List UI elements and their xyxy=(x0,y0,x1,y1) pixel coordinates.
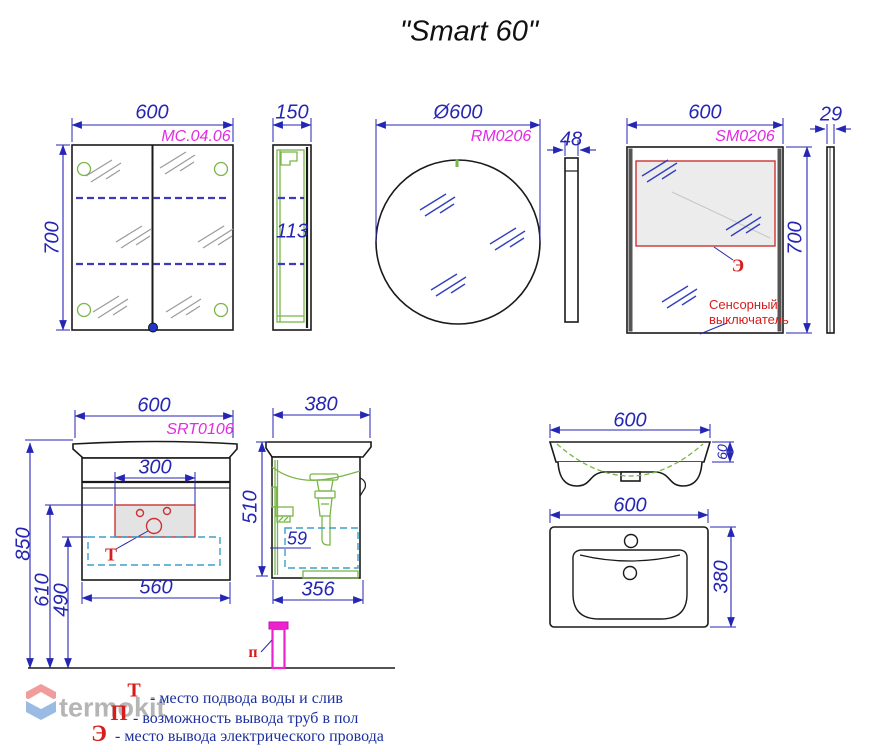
touch-mirror-front-view xyxy=(626,118,812,335)
watermark-logo xyxy=(26,684,56,720)
dim-basin-width: 600 xyxy=(613,409,647,432)
hinge-circle xyxy=(213,161,229,177)
pipe-zone-dashed xyxy=(284,527,359,569)
leader-electric xyxy=(713,246,734,261)
dim-vanity-side-height: 510 xyxy=(239,490,262,524)
watermark-brand: termokit xyxy=(59,692,166,723)
leader-switch xyxy=(699,322,728,335)
dim-height-pipe-zone: 490 xyxy=(50,583,73,617)
basin-contour-dashed xyxy=(556,443,704,477)
door-knob xyxy=(148,322,158,333)
pipe-zone-dashed xyxy=(87,536,221,566)
touch-mirror-side-view xyxy=(810,124,851,334)
mirror-side-strip xyxy=(777,148,782,332)
leader-pipe xyxy=(260,639,273,653)
legend-symbol-electric: Э xyxy=(91,721,107,746)
round-mirror-front-view xyxy=(375,119,541,325)
dim-basin-rim-height: 60 xyxy=(714,444,730,460)
dim-cabinet-width: 600 xyxy=(135,101,169,124)
electric-symbol: Э xyxy=(731,255,745,276)
vanity-side-view xyxy=(256,408,372,604)
dim-touch-mirror-depth: 29 xyxy=(819,103,843,126)
water-symbol: Т xyxy=(104,544,118,565)
pipe-hole xyxy=(135,508,145,518)
legend-text-floor-pipe: - возможность вывода труб в пол xyxy=(133,710,359,727)
washbasin-front-view xyxy=(548,424,734,487)
vanity-front-view xyxy=(25,410,395,669)
sheet-title: "Smart 60" xyxy=(399,15,539,48)
dim-vanity-width: 600 xyxy=(137,394,171,417)
dim-basin-top-width: 600 xyxy=(613,494,647,517)
dim-round-mirror-depth: 48 xyxy=(559,128,583,151)
dim-height-total: 850 xyxy=(12,527,35,561)
hinge-circle xyxy=(213,302,229,318)
backlight-zone xyxy=(635,160,776,247)
mirror-side-strip xyxy=(628,148,633,332)
floor-pipe xyxy=(260,621,289,670)
dim-vanity-depth: 380 xyxy=(304,393,338,416)
basin-outline xyxy=(572,549,688,620)
mirror-cabinet-front-view xyxy=(56,118,234,333)
drain-hole xyxy=(145,517,163,535)
pipe-hole xyxy=(162,506,172,516)
overflow-hole xyxy=(622,565,638,581)
dim-touch-mirror-height: 700 xyxy=(784,221,807,255)
floor-pipe-symbol: п xyxy=(248,644,258,661)
dim-cabinet-depth: 150 xyxy=(275,101,309,124)
round-mirror-side-view xyxy=(547,140,596,323)
hinge-circle xyxy=(76,161,92,177)
siphon xyxy=(309,473,339,546)
touch-switch-note: Сенсорный выключатель xyxy=(709,297,789,327)
dim-faucet-zone-width: 300 xyxy=(138,456,172,479)
dim-vanity-body-width: 560 xyxy=(139,576,173,599)
model-round-mirror: RM0206 xyxy=(470,128,532,145)
legend-text-electric: - место вывода электрического провода xyxy=(115,728,384,745)
dim-vanity-body-depth: 356 xyxy=(301,578,335,601)
model-vanity: SRT0106 xyxy=(166,421,234,438)
washbasin-top-view xyxy=(549,509,736,628)
plinth xyxy=(302,570,359,579)
dim-cabinet-height: 700 xyxy=(41,221,64,255)
dim-basin-depth: 380 xyxy=(710,560,733,594)
dim-touch-mirror-width: 600 xyxy=(688,101,722,124)
hinge-circle xyxy=(76,302,92,318)
dim-round-mirror-diameter: Ø600 xyxy=(433,101,483,124)
faucet-hole xyxy=(623,533,639,549)
mirror-cabinet-side-view xyxy=(272,118,312,331)
model-touch-mirror: SM0206 xyxy=(715,128,775,145)
water-connection-zone xyxy=(114,504,196,538)
legend-symbol-water: Т xyxy=(127,679,141,702)
legend-symbol-floor-pipe: П xyxy=(110,700,128,725)
leader-water xyxy=(115,530,149,550)
dim-pipe-offset: 59 xyxy=(286,528,308,549)
legend-text-water: - место подвода воды и слив xyxy=(150,690,343,707)
dim-cabinet-shelf-depth: 113 xyxy=(276,220,308,243)
model-mirror-cabinet: MC.04.06 xyxy=(161,128,231,145)
